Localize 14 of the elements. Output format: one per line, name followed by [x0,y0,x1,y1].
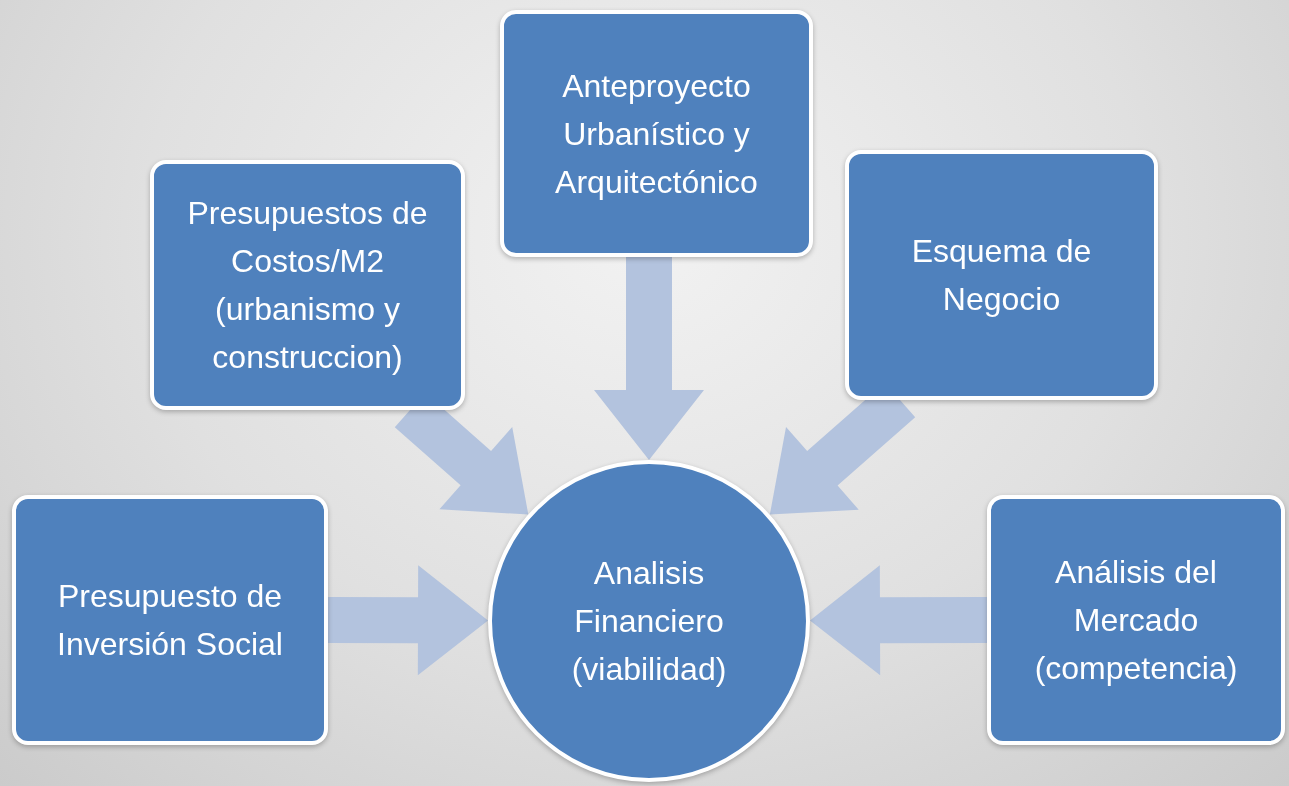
process-box [150,160,465,410]
node-label: Analisis Financiero (viabilidad) [570,554,728,689]
node-label: Análisis del Mercado (competencia) [1033,553,1239,688]
block-arrow [810,565,988,676]
node-label: Presupuesto de Inversión Social [56,577,284,664]
node-label: Esquema de Negocio [910,232,1093,319]
process-box [500,10,813,257]
process-box [987,495,1285,745]
process-box [12,495,328,745]
node-label: Presupuestos de Costos/M2 (urbanismo y construccion) [186,194,429,377]
node-label: Anteproyecto Urbanístico y Arquitectónico [554,66,759,202]
block-arrow [327,565,488,676]
block-arrow [594,257,704,460]
process-box [845,150,1158,400]
